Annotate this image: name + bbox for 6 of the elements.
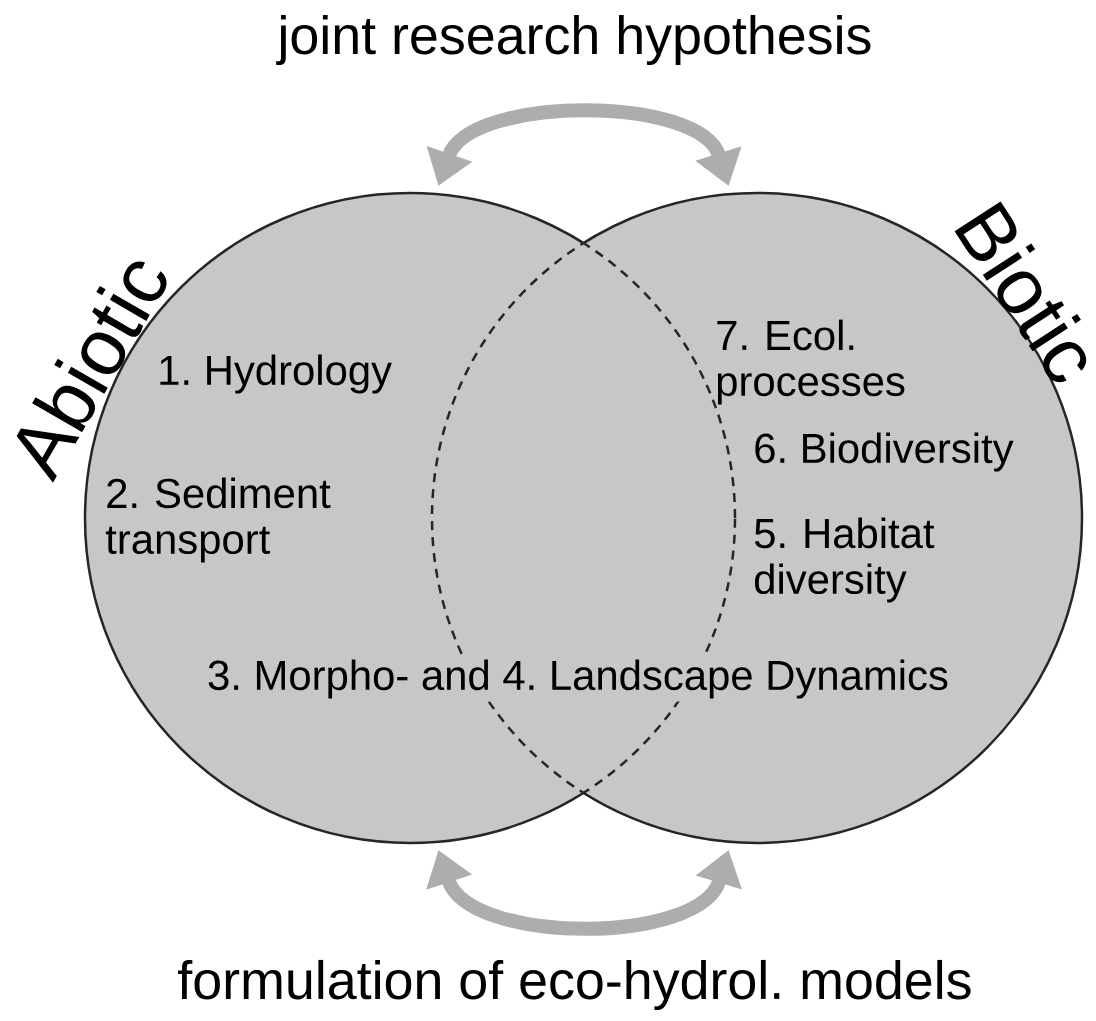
topic-label: 3. Morpho- and 4. Landscape Dynamics (204, 656, 952, 702)
topic-label: 6. Biodiversity (755, 432, 1014, 472)
edge-label: joint research hypothesis (276, 14, 871, 66)
topic-label: 7. Ecol. processes (717, 319, 905, 405)
edge-label: formulation of eco-hydrol. models (178, 959, 971, 1011)
topic-label: 5. Habitat diversity (754, 517, 935, 603)
